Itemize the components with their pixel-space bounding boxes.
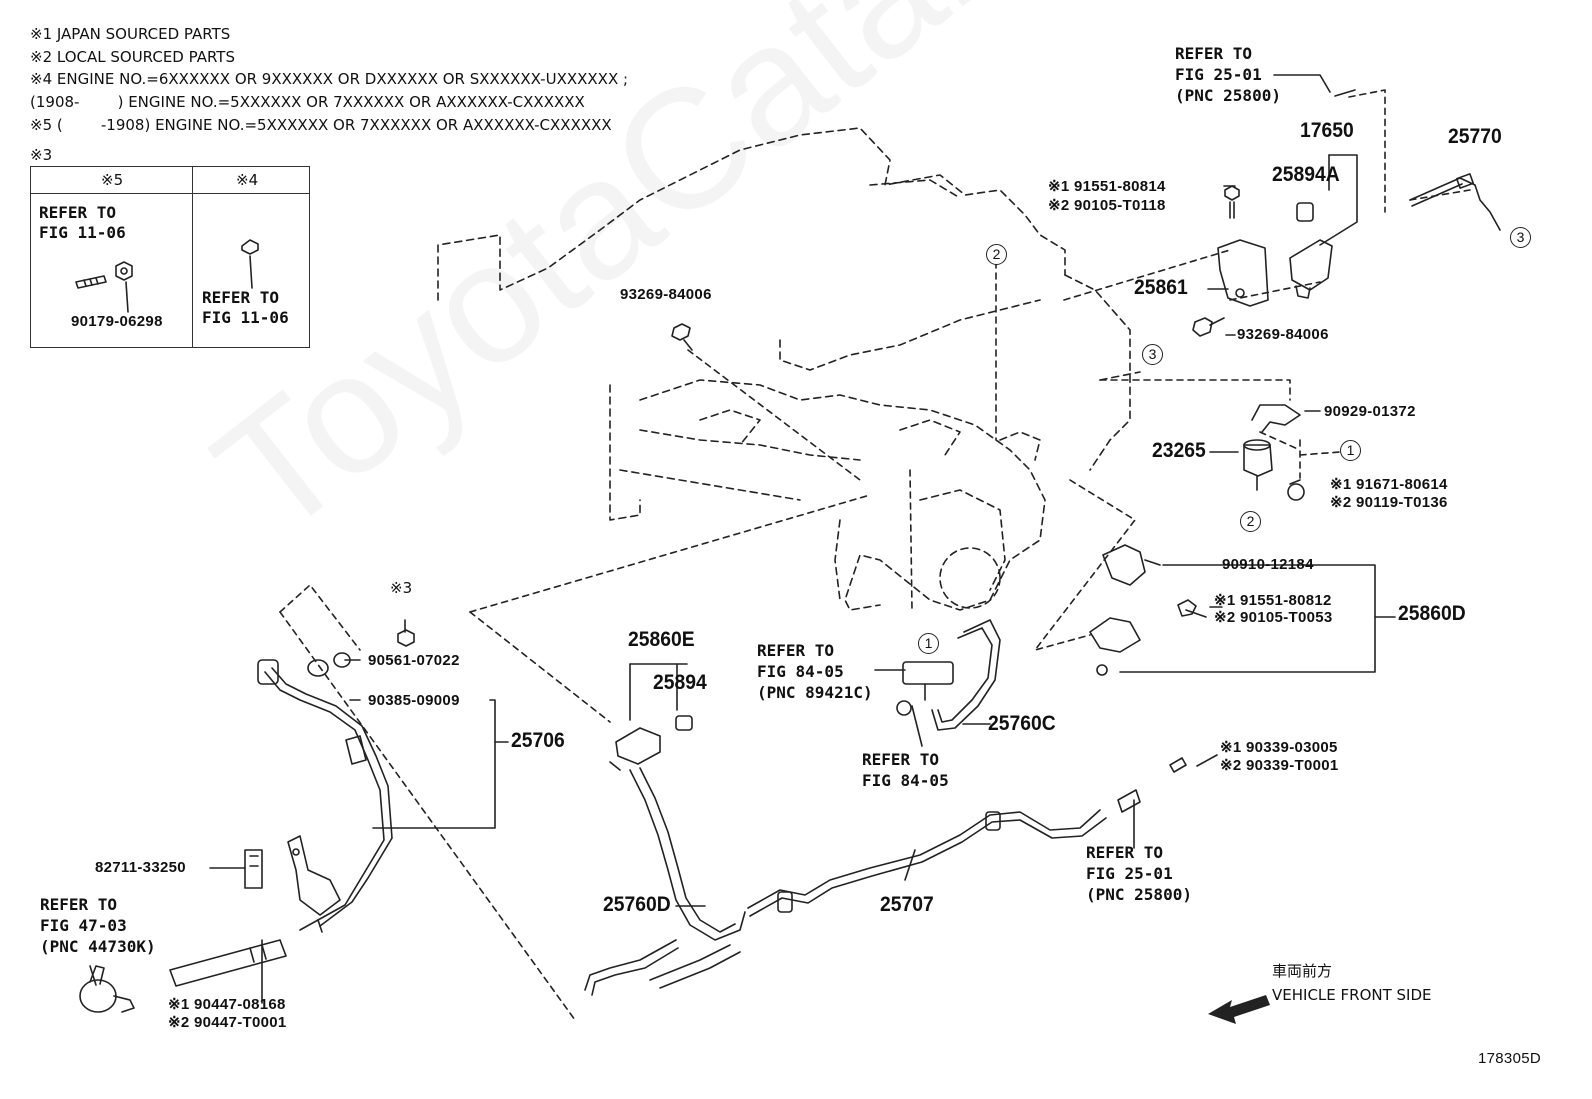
table-ref5-line1: REFER TO [39, 203, 117, 222]
vsv-25860e-icon [609, 715, 693, 771]
label-90447-08168: ※1 90447-08168 [168, 996, 286, 1013]
label-90339-t0001: ※2 90339-T0001 [1220, 757, 1339, 774]
note-engine-4b: (1908- ) ENGINE NO.=5XXXXXX OR 7XXXXXX O… [30, 93, 585, 111]
label-25860e: 25860E [628, 628, 695, 651]
hose-25760c-icon [931, 619, 1001, 731]
label-front-en: VEHICLE FRONT SIDE [1272, 986, 1432, 1004]
callout-2-bottom: 2 [1240, 511, 1261, 532]
label-25894: 25894 [653, 671, 707, 694]
callout-1-sensor: 1 [918, 633, 939, 654]
table-title: ※3 [30, 146, 53, 164]
bracket-25860d-icon [1089, 599, 1197, 676]
label-90119-t0136: ※2 90119-T0136 [1330, 494, 1448, 511]
label-25860d: 25860D [1398, 602, 1466, 625]
label-90339-03005: ※1 90339-03005 [1220, 739, 1338, 756]
label-refer-47-03: REFER TO FIG 47-03 (PNC 44730K) [40, 895, 156, 956]
bolt-91671-icon [1287, 479, 1305, 501]
label-90105-t0053: ※2 90105-T0053 [1214, 609, 1333, 626]
callout-3-right: 3 [1510, 227, 1531, 248]
label-90929-01372: 90929-01372 [1324, 403, 1416, 420]
callout-2-top: 2 [986, 244, 1007, 265]
label-90910-12184: 90910-12184 [1222, 556, 1314, 573]
label-93269-84006-right: 93269-84006 [1237, 326, 1329, 343]
vsv-17650-icon [1289, 239, 1333, 299]
label-front-jp: 車両前方 [1272, 962, 1333, 980]
label-23265: 23265 [1152, 439, 1206, 462]
solid-leaders [89, 74, 1396, 1004]
label-93269-84006-left: 93269-84006 [620, 286, 712, 303]
note-japan-sourced: ※1 JAPAN SOURCED PARTS [30, 25, 231, 43]
label-star3: ※3 [390, 579, 413, 597]
label-25770: 25770 [1448, 125, 1502, 148]
hose-25770-icon [1409, 173, 1501, 231]
filter-25894a-icon [1296, 202, 1314, 222]
table-ref5-line2: FIG 11-06 [39, 223, 126, 242]
nut-icon [115, 261, 133, 313]
table-col-4: ※4 [236, 171, 259, 189]
label-91671-80614: ※1 91671-80614 [1330, 476, 1448, 493]
map-sensor-icon [896, 661, 954, 716]
clip-90929-icon [1251, 404, 1301, 433]
note-engine-4: ※4 ENGINE NO.=6XXXXXX OR 9XXXXXX OR DXXX… [30, 70, 629, 88]
hose-25760d-icon [584, 757, 1187, 996]
table-col-5: ※5 [101, 171, 124, 189]
gasket-90385-icon [307, 629, 415, 677]
label-90105-t0118: ※2 90105-T0118 [1048, 197, 1166, 214]
label-90447-t0001: ※2 90447-T0001 [168, 1014, 287, 1031]
callout-3-mid: 3 [1142, 344, 1163, 365]
label-91551-80812: ※1 91551-80812 [1214, 592, 1332, 609]
label-refer-25-01-top: REFER TO FIG 25-01 (PNC 25800) [1175, 44, 1281, 105]
pipe-25706-icon [257, 659, 393, 933]
table-ref4-line1: REFER TO [202, 288, 280, 307]
label-refer-84-05-a: REFER TO FIG 84-05 (PNC 89421C) [757, 641, 873, 702]
table-part-5: 90179-06298 [71, 313, 163, 330]
callout-1-right: 1 [1340, 440, 1361, 461]
bolt-93269-icon [671, 317, 1225, 351]
label-82711-33250: 82711-33250 [95, 859, 186, 876]
front-arrow-icon [1208, 995, 1270, 1024]
bolt-91551-icon [1224, 185, 1240, 219]
label-25861: 25861 [1134, 276, 1188, 299]
bracket-25861-icon [1217, 239, 1269, 307]
label-90561-07022: 90561-07022 [368, 652, 460, 669]
label-25760c: 25760C [988, 712, 1056, 735]
brake-booster-icon [79, 965, 135, 1013]
label-25707: 25707 [880, 893, 934, 916]
figure-id: 178305D [1478, 1050, 1541, 1067]
vsv-90910-icon [1102, 544, 1161, 586]
table-ref4-line2: FIG 11-06 [202, 308, 289, 327]
sensor-23265-icon [1243, 439, 1273, 491]
note-engine-5: ※5 ( -1908) ENGINE NO.=5XXXXXX OR 7XXXXX… [30, 116, 612, 134]
label-25760d: 25760D [603, 893, 671, 916]
label-17650: 17650 [1300, 119, 1354, 142]
leader-lines [279, 89, 1471, 1021]
small-bolt-icon [241, 239, 259, 289]
hose-90447-icon [169, 939, 287, 987]
stud-bolt-icon [75, 275, 107, 289]
label-refer-25-01-bottom: REFER TO FIG 25-01 (PNC 25800) [1086, 843, 1192, 904]
clamp-82711-icon [244, 849, 263, 889]
label-refer-84-05-b: REFER TO FIG 84-05 [862, 750, 949, 790]
label-25894a: 25894A [1272, 163, 1340, 186]
bracket-pipe-icon [287, 835, 341, 916]
label-90385-09009: 90385-09009 [368, 692, 460, 709]
note-local-sourced: ※2 LOCAL SOURCED PARTS [30, 48, 235, 66]
variant-table: ※5 ※4 REFER TO FIG 11-06 90179-06298 REF… [30, 166, 310, 348]
label-91551-80814: ※1 91551-80814 [1048, 178, 1166, 195]
engine-outline [437, 127, 1141, 611]
label-25706: 25706 [511, 729, 565, 752]
